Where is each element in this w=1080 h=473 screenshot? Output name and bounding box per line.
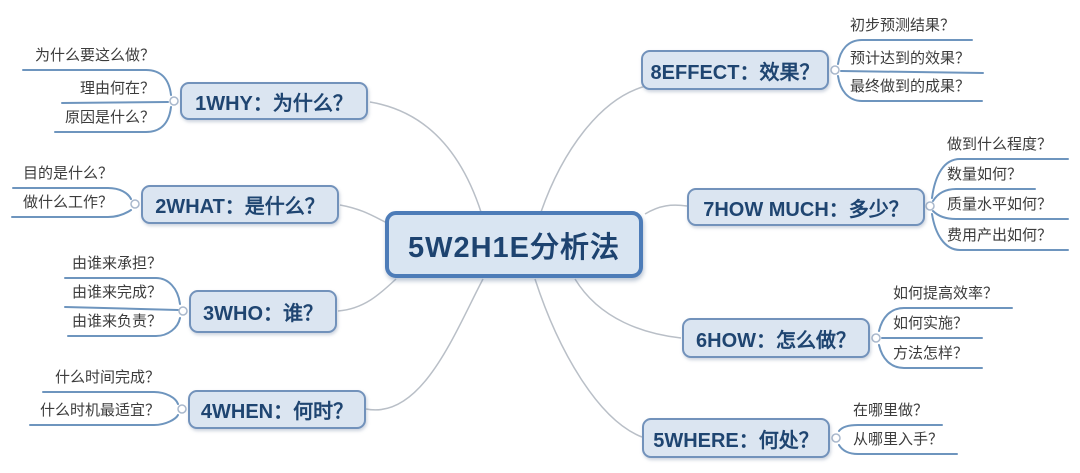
leaf-line-where-2 bbox=[838, 444, 958, 455]
collapse-toggle-who[interactable] bbox=[178, 306, 188, 316]
leaf-line-how-1 bbox=[878, 307, 1013, 332]
leaf-when-2[interactable]: 什么时机最适宜？ bbox=[39, 402, 160, 419]
leaf-howmuch-4[interactable]: 费用产出如何？ bbox=[947, 227, 1053, 244]
leaf-line-what-1 bbox=[12, 187, 132, 200]
branch-connector-when bbox=[365, 278, 484, 411]
collapse-toggle-why[interactable] bbox=[169, 96, 179, 106]
leaf-why-3[interactable]: 原因是什么？ bbox=[64, 109, 155, 126]
leaf-line-when-1 bbox=[42, 391, 179, 405]
branch-connector-what bbox=[339, 204, 388, 224]
collapse-toggle-where[interactable] bbox=[831, 433, 841, 443]
leaf-line-who-2 bbox=[64, 306, 179, 311]
leaf-line-effect-3 bbox=[837, 75, 983, 102]
leaf-line-why-3 bbox=[54, 106, 172, 133]
branch-node-effect[interactable]: 8EFFECT：效果？ bbox=[641, 50, 829, 90]
branch-node-howmuch[interactable]: 7HOW MUCH：多少？ bbox=[687, 188, 925, 226]
branch-node-when[interactable]: 4WHEN：何时？ bbox=[188, 390, 366, 429]
leaf-line-when-2 bbox=[29, 414, 179, 426]
leaf-line-why-2 bbox=[61, 101, 169, 104]
leaf-line-effect-2 bbox=[840, 70, 984, 74]
leaf-effect-2[interactable]: 预计达到的效果？ bbox=[850, 50, 971, 67]
leaf-howmuch-2[interactable]: 数量如何？ bbox=[947, 166, 1023, 183]
branch-connector-how bbox=[574, 278, 682, 339]
leaf-line-who-1 bbox=[64, 277, 181, 305]
branch-connector-where bbox=[534, 278, 643, 438]
collapse-toggle-when[interactable] bbox=[177, 404, 187, 414]
leaf-where-1[interactable]: 在哪里做？ bbox=[853, 402, 929, 419]
leaf-why-1[interactable]: 为什么要这么做？ bbox=[34, 47, 155, 64]
branch-node-where[interactable]: 5WHERE：何处？ bbox=[642, 418, 830, 458]
leaf-line-what-2 bbox=[11, 209, 132, 218]
leaf-howmuch-3[interactable]: 质量水平如何？ bbox=[947, 196, 1053, 213]
collapse-toggle-how[interactable] bbox=[871, 333, 881, 343]
leaf-what-2[interactable]: 做什么工作？ bbox=[22, 194, 113, 211]
leaf-why-2[interactable]: 理由何在？ bbox=[79, 80, 155, 97]
branch-node-why[interactable]: 1WHY：为什么？ bbox=[180, 82, 368, 120]
branch-connector-effect bbox=[540, 85, 647, 213]
leaf-who-2[interactable]: 由谁来完成？ bbox=[71, 284, 162, 301]
leaf-line-where-1 bbox=[838, 424, 943, 432]
leaf-how-1[interactable]: 如何提高效率？ bbox=[893, 285, 999, 302]
branch-connector-howmuch bbox=[644, 204, 688, 215]
branch-node-what[interactable]: 2WHAT：是什么？ bbox=[141, 185, 339, 224]
leaf-line-howmuch-1 bbox=[931, 158, 1069, 199]
leaf-who-1[interactable]: 由谁来承担？ bbox=[71, 255, 162, 272]
leaf-who-3[interactable]: 由谁来负责？ bbox=[71, 313, 162, 330]
leaf-line-howmuch-4 bbox=[931, 213, 1069, 251]
leaf-how-3[interactable]: 方法怎样？ bbox=[893, 345, 969, 362]
leaf-line-who-3 bbox=[67, 317, 181, 337]
branch-connector-who bbox=[337, 278, 397, 312]
leaf-line-howmuch-3 bbox=[932, 210, 1069, 220]
leaf-what-1[interactable]: 目的是什么？ bbox=[22, 165, 113, 182]
leaf-when-1[interactable]: 什么时间完成？ bbox=[54, 369, 160, 386]
leaf-effect-3[interactable]: 最终做到的成果？ bbox=[850, 78, 971, 95]
branch-node-who[interactable]: 3WHO：谁？ bbox=[189, 290, 337, 333]
central-topic[interactable]: 5W2H1E分析法 bbox=[385, 211, 643, 278]
leaf-line-effect-1 bbox=[837, 39, 973, 65]
branch-connector-why bbox=[369, 101, 482, 213]
branch-node-how[interactable]: 6HOW：怎么做？ bbox=[682, 318, 870, 358]
leaf-effect-1[interactable]: 初步预测结果？ bbox=[850, 17, 956, 34]
collapse-toggle-what[interactable] bbox=[130, 199, 140, 209]
leaf-where-2[interactable]: 从哪里入手？ bbox=[853, 431, 944, 448]
leaf-howmuch-1[interactable]: 做到什么程度？ bbox=[947, 136, 1053, 153]
collapse-toggle-howmuch[interactable] bbox=[925, 201, 935, 211]
collapse-toggle-effect[interactable] bbox=[830, 65, 840, 75]
leaf-line-how-3 bbox=[878, 344, 983, 369]
leaf-line-howmuch-2 bbox=[932, 188, 1036, 202]
leaf-line-why-1 bbox=[22, 69, 172, 96]
leaf-how-2[interactable]: 如何实施？ bbox=[893, 315, 969, 332]
